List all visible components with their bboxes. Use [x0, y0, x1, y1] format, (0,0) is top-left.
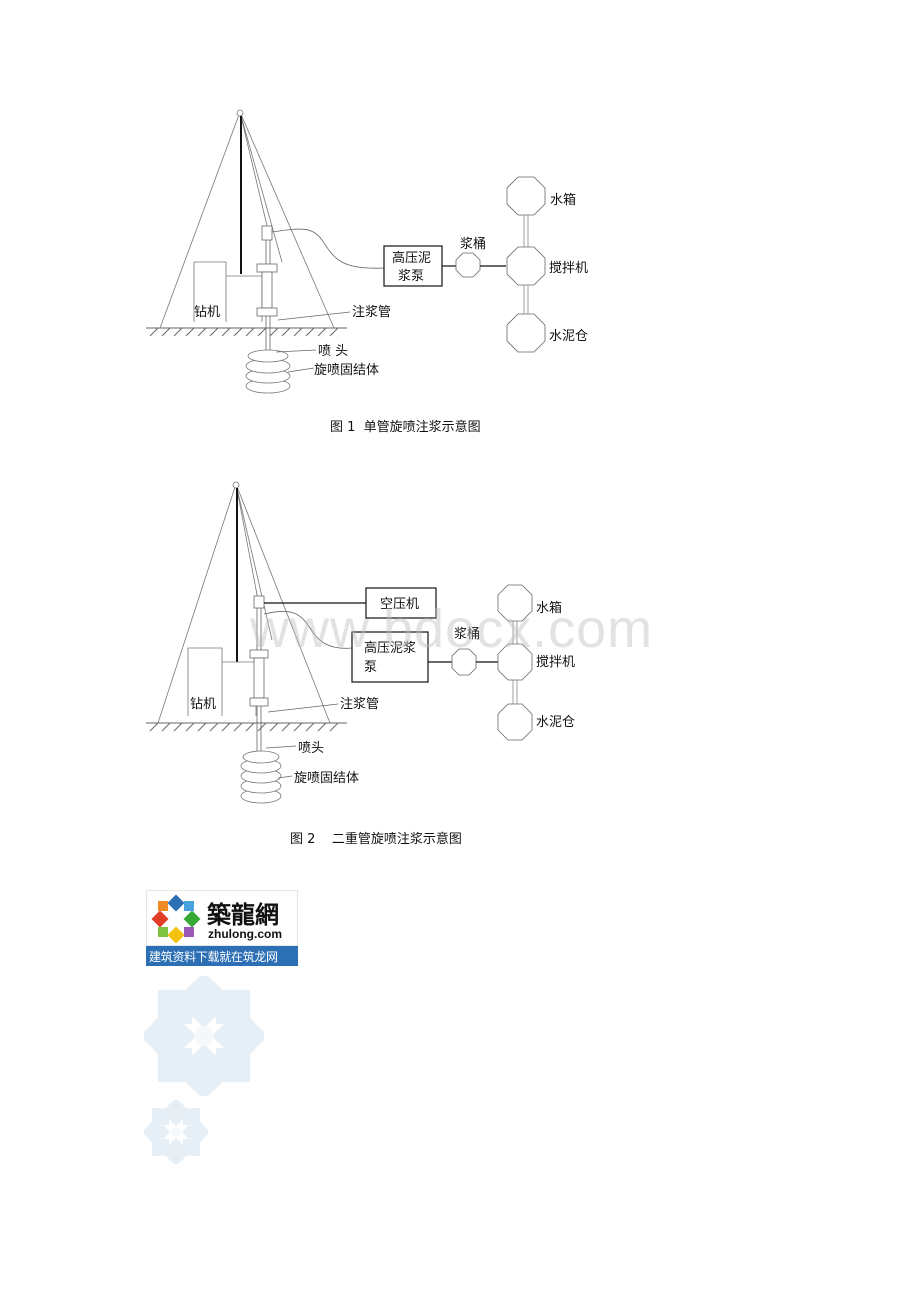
- grout-pipe-assembly-2: [249, 595, 269, 752]
- water-tank-octagon: [506, 176, 546, 216]
- label-jet-body: 旋喷固结体: [314, 363, 379, 378]
- label-water-tank-2: 水箱: [536, 600, 562, 616]
- logo-star-icon: [151, 894, 201, 944]
- label-drill-rig: 钻机: [194, 305, 220, 320]
- label-grout-pipe-2: 注浆管: [340, 697, 379, 712]
- label-jet-body-2: 旋喷固结体: [294, 771, 359, 786]
- high-pressure-hose: [271, 228, 385, 269]
- faint-star-large-icon: [144, 976, 264, 1096]
- label-mixer: 搅拌机: [549, 260, 588, 276]
- jet-grout-column: [245, 349, 291, 394]
- water-tank-octagon-2: [497, 584, 533, 622]
- figure-1-diagram: 钻机 注浆管 喷 头 旋喷固结体 高压泥 浆泵 浆桶 水箱 搅拌机 水泥仓: [146, 109, 588, 394]
- label-air-compressor: 空压机: [380, 597, 419, 612]
- label-cement-silo: 水泥仓: [549, 329, 588, 344]
- label-hp-pump-2-line2: 泵: [364, 660, 377, 675]
- slurry-tank-octagon: [455, 252, 481, 278]
- jet-grout-column-2: [240, 750, 282, 804]
- logo-title: 築龍網: [207, 900, 279, 929]
- logo-top-panel: 築龍網 zhulong.com: [146, 890, 298, 946]
- watermark: www.bdocx.com: [250, 599, 654, 659]
- figure-2-diagram: 钻机 注浆管 喷头 旋喷固结体 空压机 高压泥浆 泵 浆桶 水箱 搅拌机 水泥仓: [146, 481, 575, 804]
- zhulong-logo[interactable]: 築龍網 zhulong.com 建筑资料下载就在筑龙网: [146, 890, 298, 966]
- label-slurry-tank: 浆桶: [460, 237, 486, 252]
- label-grout-pipe: 注浆管: [352, 305, 391, 320]
- cement-silo-octagon: [506, 313, 546, 353]
- label-nozzle-2: 喷头: [298, 741, 324, 756]
- leader-jet-body: [287, 367, 315, 373]
- label-hp-pump-line1: 高压泥: [392, 250, 431, 266]
- leader-nozzle-2: [265, 745, 297, 749]
- connector-pipes-2: [512, 621, 518, 704]
- logo-slogan-bar: 建筑资料下载就在筑龙网: [146, 946, 298, 966]
- mixer-octagon-2: [497, 643, 533, 681]
- faint-star-small-icon: [144, 1100, 208, 1164]
- leader-nozzle: [275, 349, 317, 353]
- derrick-frame: [159, 109, 335, 329]
- leader-grout-pipe: [277, 311, 351, 321]
- label-slurry-tank-2: 浆桶: [454, 627, 480, 642]
- ground-line-2: [146, 722, 347, 732]
- label-drill-rig-2: 钻机: [190, 697, 216, 712]
- ground-line: [146, 327, 347, 337]
- slurry-tank-octagon-2: [451, 648, 477, 676]
- cement-silo-octagon-2: [497, 703, 533, 741]
- figure-1-caption: 图 1 单管旋喷注浆示意图: [330, 420, 481, 435]
- label-water-tank: 水箱: [550, 192, 576, 208]
- high-pressure-hose-2: [263, 611, 353, 649]
- hp-pump-box-2: [351, 631, 429, 683]
- connector-pipes: [523, 215, 529, 314]
- figure-2-caption: 图 2 二重管旋喷注浆示意图: [290, 832, 462, 847]
- mixer-octagon: [506, 246, 546, 286]
- label-mixer-2: 搅拌机: [536, 654, 575, 670]
- label-nozzle: 喷 头: [318, 344, 348, 359]
- leader-grout-pipe-2: [267, 703, 339, 713]
- air-compressor-box: [365, 587, 437, 619]
- label-cement-silo-2: 水泥仓: [536, 715, 575, 730]
- logo-slogan: 建筑资料下载就在筑龙网: [149, 950, 278, 964]
- grout-pipe-assembly: [256, 225, 278, 362]
- label-hp-pump-line2: 浆泵: [398, 269, 424, 284]
- leader-jet-body-2: [277, 775, 293, 779]
- logo-domain: zhulong.com: [208, 927, 282, 941]
- label-hp-pump-2-line1: 高压泥浆: [364, 640, 416, 656]
